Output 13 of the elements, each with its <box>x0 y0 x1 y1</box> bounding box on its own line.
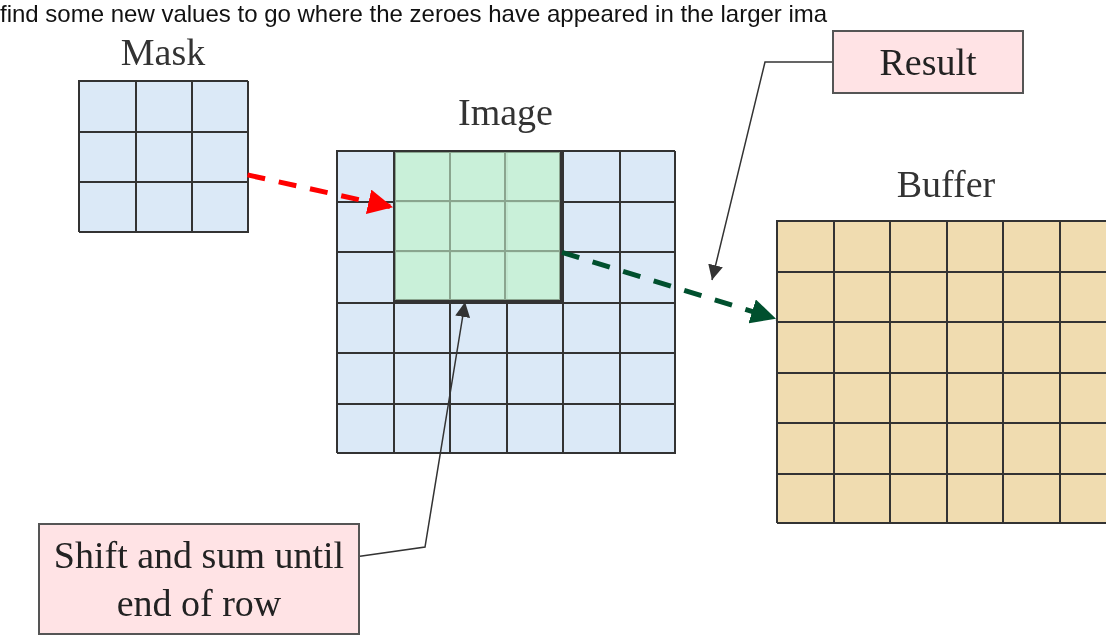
leader-line <box>359 301 471 557</box>
highlight-region <box>393 150 562 302</box>
grid-title: Mask <box>119 32 207 72</box>
leader-line <box>708 61 833 281</box>
callout-text: Shift and sum until end of row <box>52 533 346 626</box>
callout-box <box>832 30 1024 94</box>
dashed-arrow <box>246 172 394 214</box>
grid-title: Image <box>457 92 554 132</box>
callout-box <box>38 523 360 635</box>
callout-text: Result <box>878 40 978 85</box>
grid-title: Buffer <box>895 164 997 204</box>
caption-text: find some new values to go where the zeroes have appeared in the larger ima <box>0 0 828 28</box>
dashed-arrow <box>561 249 777 324</box>
